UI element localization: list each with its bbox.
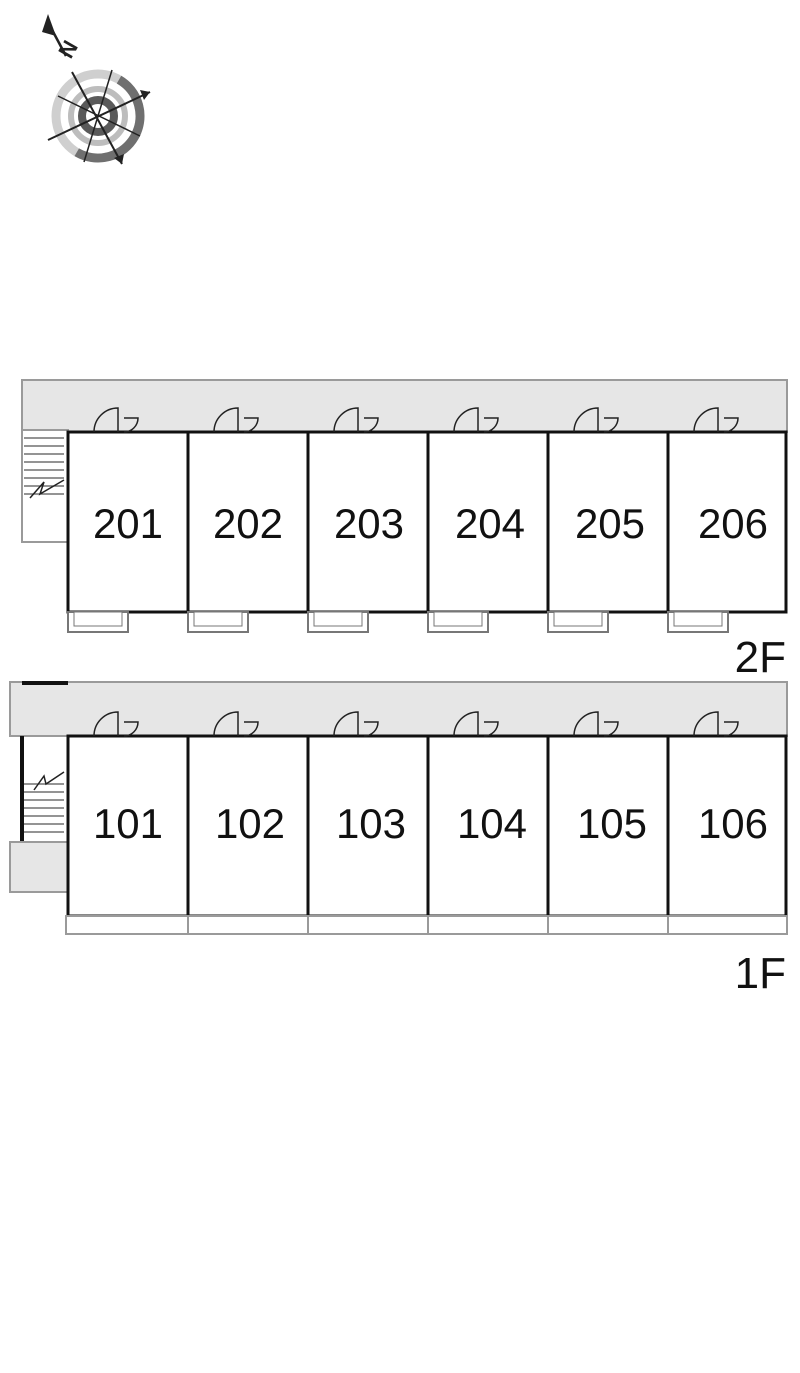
unit-205: 205 — [546, 430, 670, 614]
stairs-icon-1f — [24, 771, 65, 833]
door-icons-2f — [93, 407, 739, 433]
unit-105: 105 — [546, 734, 670, 918]
floor-1f-block: 101 102 103 104 105 106 — [9, 681, 788, 998]
floor-label-1f: 1F — [735, 949, 786, 998]
unit-203: 203 — [306, 430, 430, 614]
unit-label: 203 — [334, 500, 404, 547]
unit-label: 103 — [336, 800, 406, 847]
unit-102: 102 — [186, 734, 310, 918]
unit-201: 201 — [66, 430, 190, 614]
unit-label: 201 — [93, 500, 163, 547]
unit-label: 104 — [457, 800, 527, 847]
corridor-1f — [9, 681, 788, 737]
unit-label: 102 — [215, 800, 285, 847]
unit-label: 205 — [575, 500, 645, 547]
stair-base-1f — [9, 841, 69, 893]
unit-103: 103 — [306, 734, 430, 918]
unit-label: 101 — [93, 800, 163, 847]
north-compass-icon: N — [42, 14, 151, 165]
stair-landing-1f — [21, 735, 69, 843]
unit-label: 206 — [698, 500, 768, 547]
unit-label: 105 — [577, 800, 647, 847]
door-icons-1f — [93, 711, 739, 737]
stairs-icon-2f — [24, 437, 65, 499]
unit-label: 106 — [698, 800, 768, 847]
unit-202: 202 — [186, 430, 310, 614]
corridor-2f — [21, 379, 788, 433]
terrace-strip-1f — [65, 915, 788, 935]
unit-101: 101 — [66, 734, 190, 918]
floor-label-2f: 2F — [735, 633, 786, 682]
unit-204: 204 — [426, 430, 550, 614]
unit-206: 206 — [666, 430, 788, 614]
unit-106: 106 — [666, 734, 788, 918]
unit-label: 204 — [455, 500, 525, 547]
balconies-2f — [67, 611, 729, 633]
unit-104: 104 — [426, 734, 550, 918]
unit-label: 202 — [213, 500, 283, 547]
floor-2f-block: 201 202 203 204 205 206 — [21, 379, 788, 682]
